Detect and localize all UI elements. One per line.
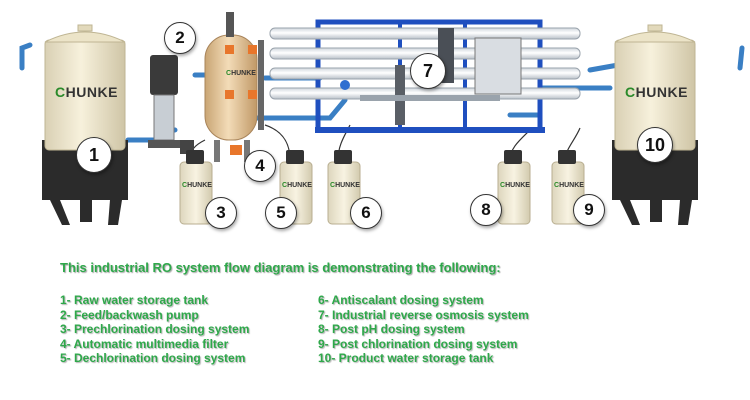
brand-logo: CHUNKE <box>625 84 688 100</box>
callout-10: 10 <box>637 127 673 163</box>
brand-logo: CHUNKE <box>182 182 212 189</box>
product-water-storage-tank <box>612 24 698 225</box>
brand-logo: CHUNKE <box>554 182 584 189</box>
callout-5: 5 <box>265 197 297 229</box>
callout-8: 8 <box>470 194 502 226</box>
legend-item: 3- Prechlorination dosing system <box>60 322 250 336</box>
callout-3: 3 <box>205 197 237 229</box>
brand-logo: CHUNKE <box>282 182 312 189</box>
legend-item: 10- Product water storage tank <box>318 351 494 365</box>
legend-left-column: 1- Raw water storage tank 2- Feed/backwa… <box>60 293 249 366</box>
brand-logo: CHUNKE <box>226 70 256 77</box>
callout-1: 1 <box>76 137 112 173</box>
callout-4: 4 <box>244 150 276 182</box>
brand-logo: CHUNKE <box>330 182 360 189</box>
automatic-multimedia-filter <box>204 12 264 162</box>
legend-item: 8- Post pH dosing system <box>318 322 465 336</box>
legend-item: 2- Feed/backwash pump <box>60 307 199 322</box>
flow-diagram: CHUNKE CHUNKE CHUNKE CHUNKE CHUNKE CHUNK… <box>19 12 745 229</box>
legend-item: 4- Automatic multimedia filter <box>60 336 229 351</box>
diagram-heading: This industrial RO system flow diagram i… <box>60 260 501 275</box>
legend-item: 6- Antiscalant dosing system <box>318 293 484 307</box>
legend-item: 7- Industrial reverse osmosis system <box>318 307 529 322</box>
callout-6: 6 <box>350 197 382 229</box>
legend-right-column: 6- Antiscalant dosing system 7- Industri… <box>318 293 529 366</box>
legend-item: 5- Dechlorination dosing system <box>60 351 246 365</box>
callout-9: 9 <box>573 194 605 226</box>
raw-water-storage-tank <box>42 24 128 225</box>
feed-backwash-pump <box>148 55 194 154</box>
post-ph-dosing-tank <box>497 150 531 225</box>
brand-logo: CHUNKE <box>500 182 530 189</box>
legend-item: 9- Post chlorination dosing system <box>318 336 518 351</box>
callout-2: 2 <box>164 22 196 54</box>
prechlorination-dosing-tank <box>179 150 213 225</box>
brand-logo: CHUNKE <box>55 84 118 100</box>
callout-7: 7 <box>410 53 446 89</box>
legend-item: 1- Raw water storage tank <box>60 293 209 307</box>
